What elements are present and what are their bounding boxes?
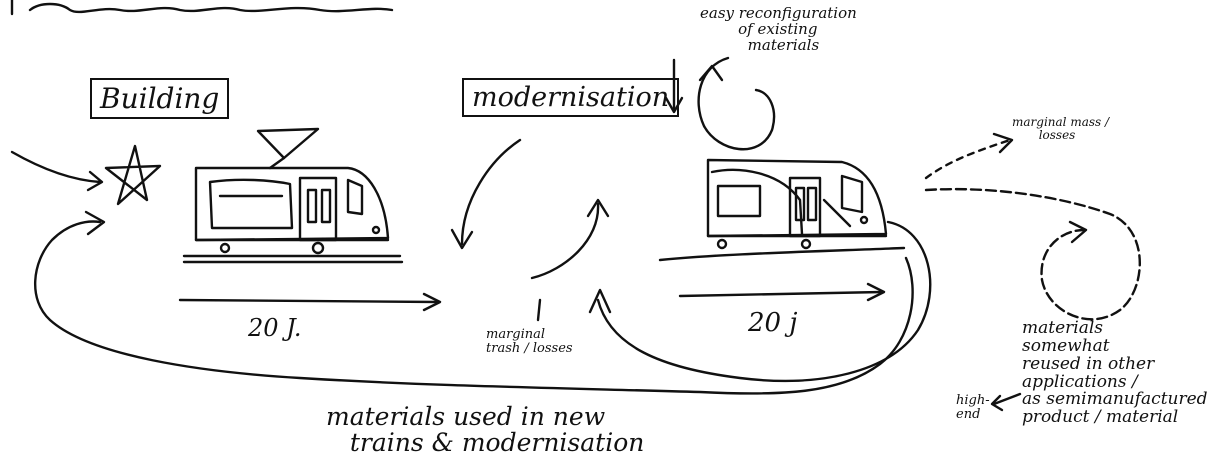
marginal-trash-pointer — [536, 298, 542, 322]
materials-used-label: materials used in new trains & modernisa… — [326, 402, 645, 458]
building-label: Building — [90, 78, 230, 119]
modernisation-cycle-arrows — [450, 138, 610, 280]
triangle-icon — [256, 127, 320, 170]
high-end-arrow — [990, 392, 1022, 412]
modernisation-return-loop — [588, 220, 932, 383]
tram-icon-modernised — [706, 158, 888, 250]
reconfiguration-loop-arrow — [697, 56, 776, 151]
reconfiguration-label: easy reconfiguration of existing materia… — [700, 4, 857, 54]
marginal-mass-label: marginal mass / losses — [1012, 115, 1110, 142]
ground-lines — [182, 246, 906, 264]
high-end-label: high- end — [956, 393, 990, 422]
tram-icon — [182, 166, 402, 258]
timeline-arrow-1 — [178, 292, 442, 312]
marginal-losses-arrow — [924, 132, 1141, 321]
down-arrow — [664, 58, 684, 114]
modernisation-label: modernisation — [462, 78, 680, 117]
partial-heading-scribble — [10, 0, 394, 16]
marginal-trash-label: marginal trash / losses — [486, 327, 573, 356]
star-icon — [104, 144, 162, 206]
materials-return-loop — [34, 210, 914, 395]
duration-label-2: 20 j — [748, 308, 798, 338]
duration-label-1: 20 J. — [248, 314, 302, 342]
timeline-arrow-2 — [678, 282, 886, 302]
materials-reused-label: materials somewhat reused in other appli… — [1022, 318, 1208, 428]
incoming-arrow — [10, 150, 104, 192]
